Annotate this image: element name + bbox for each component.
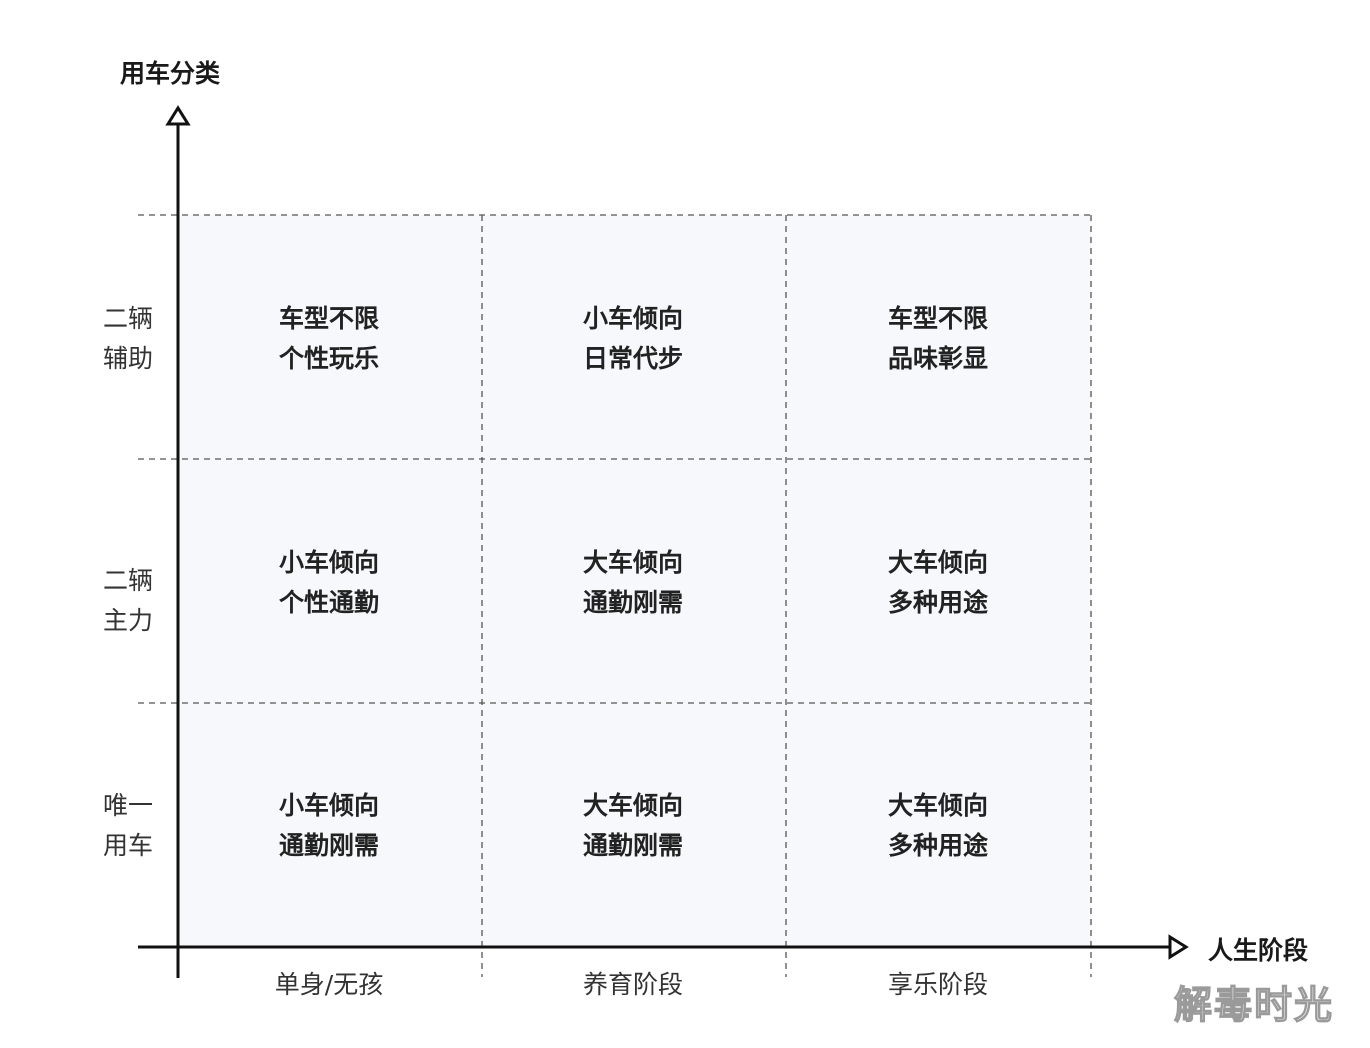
row-label-3-line-2: 用车 (102, 831, 153, 860)
grid-background (178, 215, 1091, 947)
cell-r1-c3-line-2: 品味彰显 (887, 344, 988, 373)
cell-r3-c3-line-1: 大车倾向 (887, 791, 988, 820)
cell-r3-c3-line-2: 多种用途 (887, 831, 988, 860)
cell-r3-c2-line-1: 大车倾向 (582, 791, 683, 820)
row-label-1-line-1: 二辆 (102, 304, 153, 333)
watermark: 解毒时光 (1173, 982, 1335, 1027)
cell-r1-c1-line-2: 个性玩乐 (278, 344, 379, 373)
row-label-2-line-2: 主力 (102, 606, 153, 635)
cell-r1-c2-line-1: 小车倾向 (582, 304, 683, 333)
cell-r2-c3: 大车倾向 多种用途 (788, 543, 1088, 623)
column-label-1: 单身/无孩 (274, 970, 384, 999)
cell-r2-c1-line-2: 个性通勤 (278, 588, 379, 617)
cell-r3-c2-line-2: 通勤刚需 (582, 831, 683, 860)
cell-r1-c2-line-2: 日常代步 (582, 344, 683, 373)
y-axis-title: 用车分类 (120, 59, 221, 88)
column-label-2: 养育阶段 (582, 970, 683, 999)
cell-r2-c2: 大车倾向 通勤刚需 (483, 543, 783, 623)
row-label-2: 二辆 主力 (88, 561, 168, 641)
cell-r3-c1: 小车倾向 通勤刚需 (179, 786, 479, 866)
column-label-3: 享乐阶段 (887, 970, 988, 999)
cell-r2-c2-line-1: 大车倾向 (582, 548, 683, 577)
cell-r1-c1-line-1: 车型不限 (278, 304, 379, 333)
cell-r2-c1: 小车倾向 个性通勤 (179, 543, 479, 623)
cell-r3-c1-line-1: 小车倾向 (278, 791, 379, 820)
cell-r2-c3-line-2: 多种用途 (887, 588, 988, 617)
row-label-2-line-1: 二辆 (102, 566, 153, 595)
row-label-3-line-1: 唯一 (102, 791, 153, 820)
cell-r3-c2: 大车倾向 通勤刚需 (483, 786, 783, 866)
cell-r3-c1-line-2: 通勤刚需 (278, 831, 379, 860)
cell-r2-c2-line-2: 通勤刚需 (582, 588, 683, 617)
x-axis-arrow-icon (1168, 934, 1189, 960)
row-label-1-line-2: 辅助 (102, 344, 153, 373)
x-axis-title: 人生阶段 (1208, 936, 1309, 965)
cell-r2-c1-line-1: 小车倾向 (278, 548, 379, 577)
y-axis-arrow-icon (165, 105, 191, 126)
cell-r1-c3: 车型不限 品味彰显 (788, 299, 1088, 379)
cell-r1-c1: 车型不限 个性玩乐 (179, 299, 479, 379)
cell-r2-c3-line-1: 大车倾向 (887, 548, 988, 577)
cell-r3-c3: 大车倾向 多种用途 (788, 786, 1088, 866)
cell-r1-c2: 小车倾向 日常代步 (483, 299, 783, 379)
row-label-3: 唯一 用车 (88, 786, 168, 866)
cell-r1-c3-line-1: 车型不限 (887, 304, 988, 333)
row-label-1: 二辆 辅助 (88, 299, 168, 379)
